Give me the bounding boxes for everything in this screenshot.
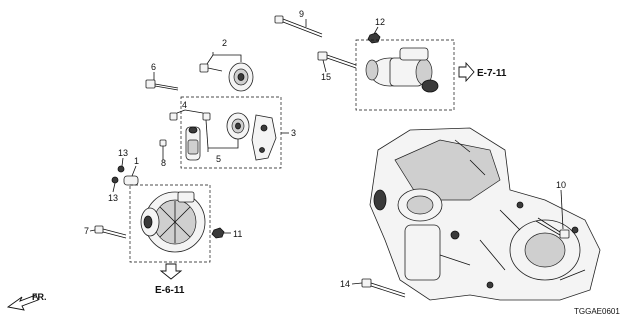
bolt-9 xyxy=(274,15,323,38)
bolt-14 xyxy=(361,278,406,298)
alternator-ref-label: E-6-11 xyxy=(155,285,185,296)
auto-tensioner xyxy=(185,126,201,161)
tensioner-bolt-a xyxy=(169,112,211,121)
alternator xyxy=(140,191,206,253)
callout-9: 9 xyxy=(299,9,304,19)
bolt-13-lower xyxy=(111,176,119,184)
callout-14: 14 xyxy=(340,279,350,289)
front-label: FR. xyxy=(32,292,47,302)
nut-11 xyxy=(211,227,225,239)
callout-13-upper: 13 xyxy=(118,148,128,158)
callout-12: 12 xyxy=(375,17,385,27)
tensioner-bracket xyxy=(251,114,277,161)
part-1 xyxy=(123,175,139,186)
callout-7: 7 xyxy=(84,226,89,236)
callout-13-lower: 13 xyxy=(108,193,118,203)
engine-assembly xyxy=(369,127,601,301)
bolt-10 xyxy=(535,217,570,239)
callout-15: 15 xyxy=(321,72,331,82)
starter-ref-arrow xyxy=(458,61,475,83)
diagram-code: TGGAE0601 xyxy=(574,307,620,316)
callout-11: 11 xyxy=(233,229,242,239)
starter-ref-label: E-7-11 xyxy=(477,68,507,79)
bolt-13-upper xyxy=(117,165,125,173)
callout-2: 2 xyxy=(222,38,227,48)
starter-group-frame xyxy=(355,39,455,111)
bolt-6 xyxy=(145,79,179,91)
idler-pulley xyxy=(228,62,254,92)
callout-3: 3 xyxy=(291,128,296,138)
callout-4: 4 xyxy=(182,100,187,110)
callout-1: 1 xyxy=(134,156,139,166)
callout-5: 5 xyxy=(216,154,221,164)
tensioner-pulley xyxy=(226,112,250,140)
callout-6: 6 xyxy=(151,62,156,72)
nut-12 xyxy=(367,32,381,44)
alternator-ref-arrow xyxy=(159,263,183,280)
front-arrow-icon xyxy=(6,294,39,311)
callout-10: 10 xyxy=(556,180,566,190)
alternator-group-frame xyxy=(129,184,211,263)
pulley-bolt xyxy=(199,63,223,73)
callout-8: 8 xyxy=(161,158,166,168)
tensioner-group-frame xyxy=(180,96,282,169)
starter-motor xyxy=(365,47,439,93)
bolt-8 xyxy=(159,139,167,160)
bolt-15 xyxy=(317,51,357,69)
bolt-7 xyxy=(94,225,127,239)
